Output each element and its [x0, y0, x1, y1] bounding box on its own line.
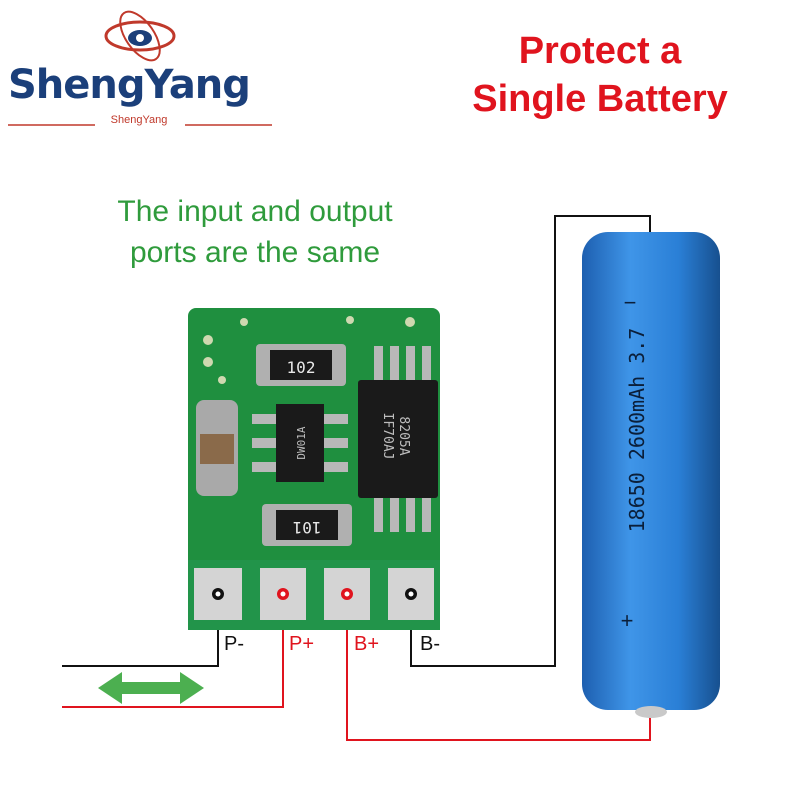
chip-right-marking-1: 8205A [396, 416, 411, 455]
pin-label-b-plus: B+ [354, 633, 380, 655]
resistor-top-marking: 102 [287, 358, 316, 377]
bidirectional-arrow-icon [98, 672, 204, 704]
logo-wordmark: ShengYang [8, 62, 251, 108]
pin-label-b-minus: B- [420, 633, 440, 655]
battery-label: 18650 2600mAh 3.7 [625, 328, 649, 533]
pin-label-p-plus: P+ [289, 633, 315, 655]
resistor-bottom-marking: 101 [293, 518, 322, 537]
headline-line-1: Protect a [518, 30, 682, 72]
headline-line-2: Single Battery [472, 77, 728, 120]
battery-plus-icon: + [621, 608, 634, 633]
logo-subtitle: ShengYang [110, 114, 168, 126]
headline: Protect a Single Battery [420, 28, 780, 123]
chip-left-marking: DW01A [295, 426, 308, 459]
chip-right-marking-2: IF70AJ [380, 413, 395, 460]
caption: The input and output ports are the same [60, 192, 450, 273]
caption-line-1: The input and output [117, 195, 393, 228]
pin-label-p-minus: P- [224, 633, 244, 655]
protection-board [188, 308, 440, 630]
battery-18650 [582, 232, 720, 718]
battery-minus-icon: − [624, 290, 637, 315]
wires [62, 215, 651, 741]
caption-line-2: ports are the same [129, 235, 381, 269]
logo-emblem-icon [104, 10, 176, 62]
